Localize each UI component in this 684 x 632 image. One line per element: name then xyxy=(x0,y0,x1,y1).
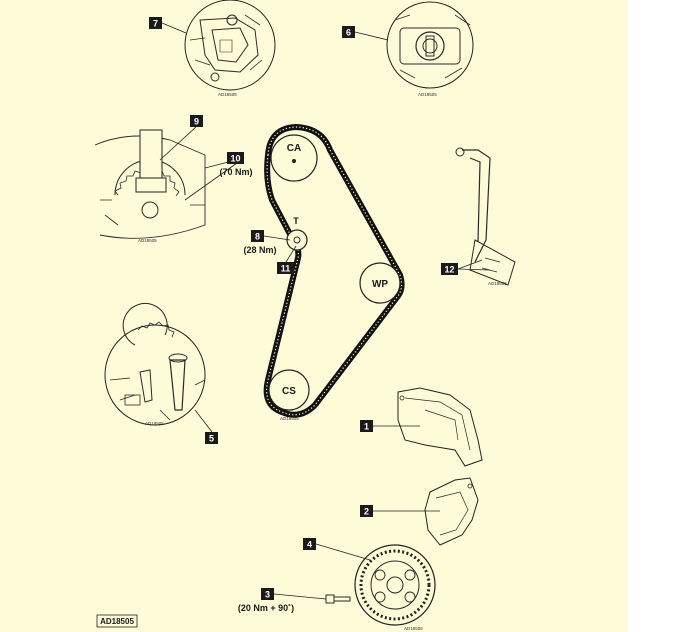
callout-1-number: 1 xyxy=(364,422,369,432)
pulley-label-tensioner: T xyxy=(293,216,299,226)
detail-ref-12: AD18505 xyxy=(488,281,507,286)
reference-code-box: AD18505 xyxy=(96,614,138,628)
callout-10-torque: (70 Nm) xyxy=(219,167,252,177)
callout-6-number: 6 xyxy=(346,28,351,38)
callout-12: 12 xyxy=(441,263,458,275)
timing-belt-layout: CA T WP CS AD18505 xyxy=(263,124,405,421)
callout-9: 9 xyxy=(190,115,203,127)
detail-ref-7: AD18505 xyxy=(218,92,237,97)
reference-code: AD18505 xyxy=(100,617,134,626)
pulley-crankshaft: CS xyxy=(268,369,310,411)
callout-5: 5 xyxy=(205,432,218,444)
callout-12-number: 12 xyxy=(444,265,454,275)
detail-ref-6: AD18505 xyxy=(418,92,437,97)
detail-12-guide-bracket: AD18505 xyxy=(455,147,516,286)
callout-7: 7 xyxy=(149,17,162,29)
callout-2-number: 2 xyxy=(364,507,369,517)
callout-4-number: 4 xyxy=(307,540,312,550)
callout-11: 11 xyxy=(277,262,294,274)
pulley-label-crankshaft: CS xyxy=(282,386,296,397)
part-1-upper-timing-cover xyxy=(397,387,483,467)
callout-2: 2 xyxy=(360,505,373,517)
callout-3-number: 3 xyxy=(265,590,270,600)
callout-1: 1 xyxy=(360,420,373,432)
detail-ref-4: AD18505 xyxy=(404,626,423,631)
callout-8-torque: (28 Nm) xyxy=(243,245,276,255)
callout-10-number: 10 xyxy=(230,154,240,164)
diagram-background xyxy=(0,0,628,632)
leader-lines xyxy=(159,22,491,600)
callout-11-number: 11 xyxy=(281,264,291,274)
detail-ref-belt: AD18505 xyxy=(280,416,299,421)
callout-4: 4 xyxy=(303,538,316,550)
callout-6: 6 xyxy=(342,26,355,38)
callout-3-torque: (20 Nm + 90˚) xyxy=(238,603,294,613)
callout-8-number: 8 xyxy=(255,232,260,242)
detail-7-camshaft-lock: AD18505 xyxy=(184,0,276,97)
callout-10: 10 (70 Nm) xyxy=(219,152,253,177)
callout-3: 3 (20 Nm + 90˚) xyxy=(238,588,294,613)
detail-5-crankshaft-lock: AD18505 xyxy=(104,303,206,426)
detail-6-tensioner-view: AD18505 xyxy=(386,1,474,97)
pulley-label-water-pump: WP xyxy=(372,279,388,290)
pulley-label-camshaft: CA xyxy=(287,143,301,154)
detail-ref-5: AD18505 xyxy=(145,421,164,426)
callout-5-number: 5 xyxy=(209,434,214,444)
part-2-lower-timing-cover xyxy=(424,477,479,546)
pulley-camshaft: CA xyxy=(270,134,318,182)
detail-9-camshaft-holding-tool: AD18505 xyxy=(94,129,206,243)
callout-7-number: 7 xyxy=(153,19,158,29)
pulley-tensioner: T xyxy=(286,216,308,251)
callout-8: 8 (28 Nm) xyxy=(243,230,277,255)
part-4-crankshaft-sprocket: AD18505 xyxy=(354,544,436,631)
detail-ref-9: AD18505 xyxy=(138,238,157,243)
callout-9-number: 9 xyxy=(194,117,199,127)
pulley-water-pump: WP xyxy=(359,262,401,304)
